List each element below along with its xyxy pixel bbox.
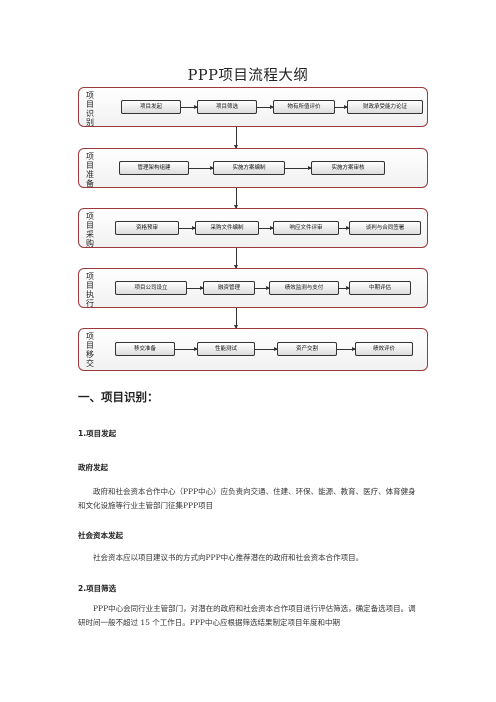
heading-government-initiated: 政府发起: [78, 463, 108, 472]
arrow: [255, 285, 270, 290]
phase-label: 项 目 识 别: [86, 91, 94, 127]
step-company-setup: 项目公司设立: [115, 281, 187, 295]
phase-procurement: 项 目 采 购 资格预审 采购文件编制 响应文件评审 谈判与合同签署: [78, 208, 428, 248]
phase-label: 项 目 准 备: [86, 152, 94, 188]
step-fiscal-capacity: 财政承受能力论证: [347, 100, 423, 114]
step-performance-evaluation: 绩效评价: [355, 342, 413, 356]
step-procurement-docs: 采购文件编制: [195, 221, 259, 235]
arrow: [255, 346, 278, 351]
arrow: [259, 225, 274, 230]
phase-label: 项 目 执 行: [86, 272, 94, 308]
arrow: [339, 225, 350, 230]
step-project-initiation: 项目发起: [121, 100, 181, 114]
subheading-initiation: 1.项目发起: [78, 429, 117, 438]
step-plan-drafting: 实施方案编制: [213, 161, 285, 175]
arrow: [175, 346, 198, 351]
phase-preparation: 项 目 准 备 管理架构组建 实施方案编制 实施方案审核: [78, 148, 428, 188]
paragraph-government-initiated: 政府和社会资本合作中心（PPP中心）应负责向交通、住建、环保、能源、教育、医疗、…: [78, 487, 416, 510]
paragraph-social-capital-initiated: 社会资本应以项目建议书的方式向PPP中心推荐潜在的政府和社会资本合作项目。: [93, 553, 364, 562]
connector-down: [234, 248, 238, 269]
subheading-screening: 2.项目筛选: [78, 584, 117, 593]
arrow: [181, 104, 198, 109]
step-performance-test: 性能测试: [197, 342, 255, 356]
step-management-setup: 管理架构组建: [119, 161, 189, 175]
arrow: [257, 104, 274, 109]
page-title: PPP项目流程大纲: [187, 68, 309, 84]
connector-down: [234, 127, 238, 149]
step-midterm-evaluation: 中期评估: [349, 281, 411, 295]
step-value-for-money: 物有所值评价: [273, 100, 335, 114]
step-response-review: 响应文件评审: [273, 221, 339, 235]
phase-transfer: 项 目 移 交 移交准备 性能测试 资产交割 绩效评价: [78, 328, 428, 371]
phase-label: 项 目 采 购: [86, 212, 94, 248]
arrow: [189, 165, 214, 170]
arrow: [187, 285, 204, 290]
phase-identification: 项 目 识 别 项目发起 项目筛选 物有所值评价 财政承受能力论证: [78, 87, 428, 127]
step-transfer-prep: 移交准备: [115, 342, 175, 356]
arrow: [179, 225, 196, 230]
step-prequalification: 资格预审: [115, 221, 179, 235]
arrow: [339, 285, 350, 290]
phase-execution: 项 目 执 行 项目公司设立 融资管理 绩效监测与支付 中期评估: [78, 268, 428, 308]
section-heading-identification: 一、项目识别：: [78, 390, 159, 404]
connector-down: [234, 308, 238, 329]
arrow: [337, 346, 356, 351]
step-plan-review: 实施方案审核: [311, 161, 385, 175]
ppp-flowchart: 项 目 识 别 项目发起 项目筛选 物有所值评价 财政承受能力论证 项 目 准 …: [78, 87, 428, 371]
step-financing: 融资管理: [203, 281, 255, 295]
step-asset-delivery: 资产交割: [277, 342, 337, 356]
step-performance-payment: 绩效监测与支付: [269, 281, 339, 295]
arrow: [285, 165, 312, 170]
step-negotiation-contract: 谈判与合同签署: [349, 221, 421, 235]
arrow: [335, 104, 348, 109]
step-project-screening: 项目筛选: [197, 100, 257, 114]
phase-label: 项 目 移 交: [86, 332, 94, 368]
heading-social-capital-initiated: 社会资本发起: [78, 531, 123, 540]
connector-down: [234, 188, 238, 209]
paragraph-screening: PPP中心会同行业主管部门，对潜在的政府和社会资本合作项目进行评估筛选，确定备选…: [78, 604, 416, 627]
